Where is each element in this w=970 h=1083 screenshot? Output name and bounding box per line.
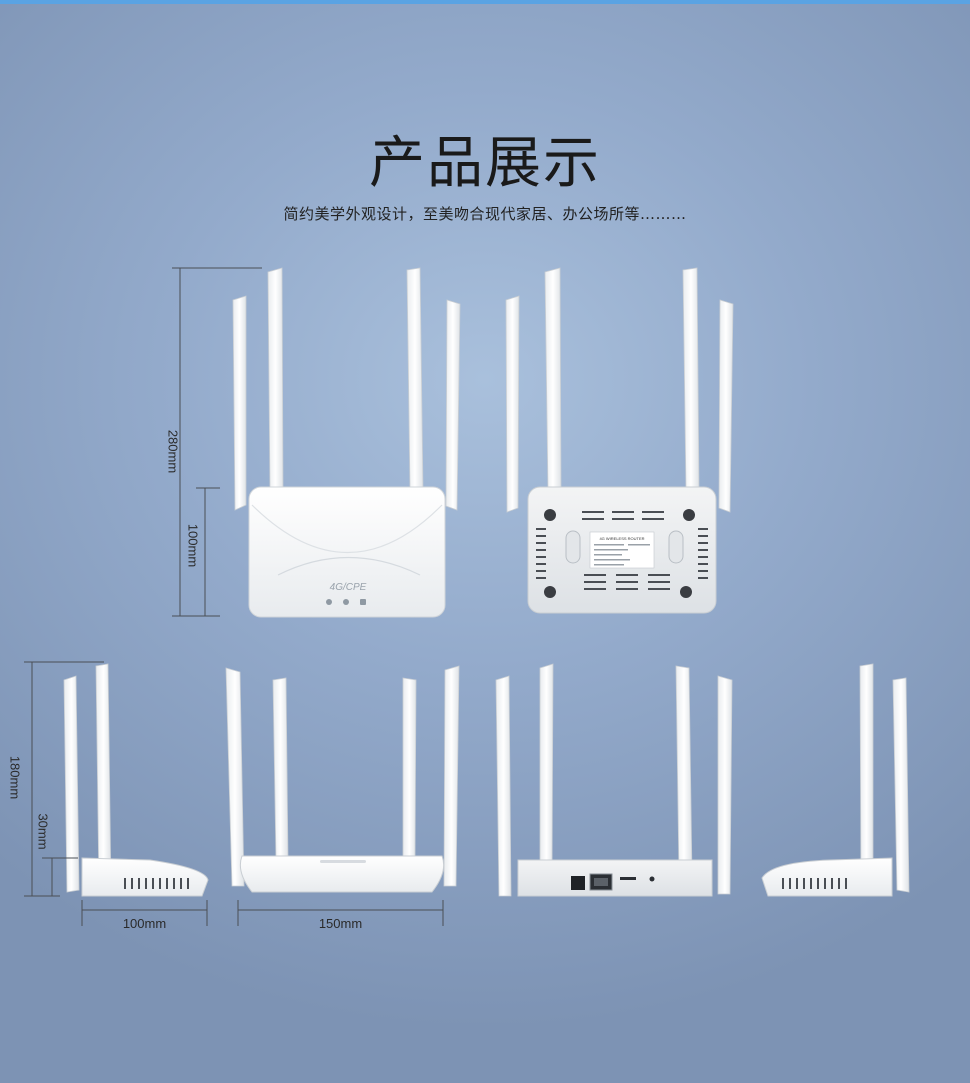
dimension-body-height: 100mm bbox=[185, 523, 201, 568]
router-front-body bbox=[239, 855, 445, 893]
page-subtitle: 简约美学外观设计，至美吻合现代家居、办公场所等……… bbox=[283, 205, 687, 223]
svg-text:4G WIRELESS ROUTER: 4G WIRELESS ROUTER bbox=[599, 536, 644, 541]
antenna bbox=[267, 267, 284, 493]
wifi-led-icon bbox=[343, 599, 349, 605]
antenna bbox=[675, 665, 693, 877]
router-side-body bbox=[761, 857, 893, 897]
antenna bbox=[539, 663, 554, 877]
signal-led-icon bbox=[326, 599, 332, 605]
router-side-view-right bbox=[761, 663, 910, 897]
router-side-view bbox=[63, 663, 209, 897]
antenna bbox=[544, 267, 562, 493]
rubber-foot bbox=[544, 509, 556, 521]
dimension-side-height: 180mm bbox=[7, 755, 23, 800]
reset-button-icon bbox=[649, 876, 655, 882]
brand-logo: 4G/CPE bbox=[330, 582, 367, 593]
page-title: 产品展示 bbox=[369, 131, 601, 196]
dimension-width: 150mm bbox=[318, 916, 363, 931]
rubber-foot bbox=[680, 586, 692, 598]
rubber-foot bbox=[544, 586, 556, 598]
antenna bbox=[859, 663, 874, 891]
dimension-lines bbox=[24, 267, 444, 926]
antenna bbox=[443, 665, 460, 887]
antenna bbox=[445, 299, 461, 511]
antenna bbox=[225, 667, 245, 887]
dimension-total-height: 280mm bbox=[165, 429, 181, 474]
antenna bbox=[232, 295, 247, 511]
antenna bbox=[682, 267, 700, 491]
router-front-view: 4G/CPE bbox=[232, 267, 461, 618]
antenna bbox=[63, 675, 80, 893]
antenna bbox=[95, 663, 112, 891]
dimension-depth: 100mm bbox=[122, 916, 167, 931]
rubber-foot bbox=[683, 509, 695, 521]
sim-slot-icon bbox=[620, 877, 636, 880]
router-rear-body bbox=[517, 859, 713, 897]
antenna bbox=[892, 677, 910, 893]
antenna bbox=[402, 677, 417, 861]
router-rear-ports-view bbox=[495, 663, 733, 897]
router-bottom-view: 4G WIRELESS ROUTER bbox=[505, 267, 734, 614]
router-side-body bbox=[81, 857, 209, 897]
antenna bbox=[718, 299, 734, 513]
power-led-icon bbox=[360, 599, 366, 605]
antenna bbox=[505, 295, 520, 513]
antenna bbox=[717, 675, 733, 895]
antenna bbox=[406, 267, 424, 491]
antenna bbox=[495, 675, 512, 897]
top-accent-bar bbox=[0, 0, 970, 4]
antenna bbox=[272, 677, 289, 861]
dimension-side-body-height: 30mm bbox=[35, 813, 51, 850]
router-front-low-view bbox=[225, 665, 460, 893]
power-port-icon bbox=[571, 876, 585, 890]
